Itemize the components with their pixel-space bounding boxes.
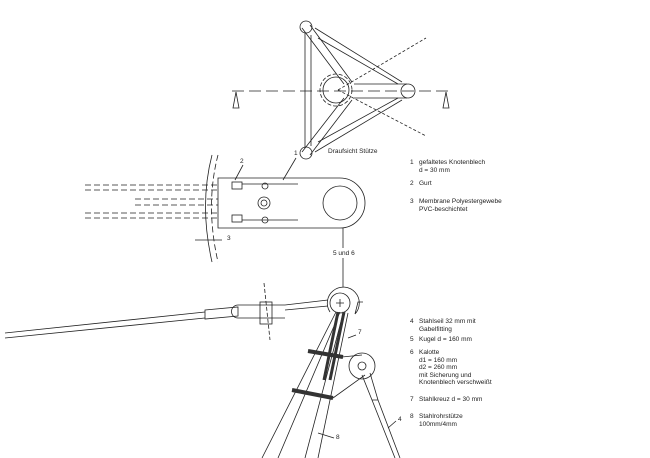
callout-5-6: 5 und 6: [333, 250, 355, 257]
node-detail: [85, 154, 366, 287]
callout-4: 4: [398, 416, 402, 423]
column-elevation: [4, 282, 401, 458]
callout-1: 1: [294, 150, 298, 157]
top-view-caption: Draufsicht Stütze: [328, 148, 378, 155]
top-view-column: [232, 20, 450, 160]
callout-2: 2: [240, 158, 244, 165]
callout-8: 8: [336, 434, 340, 441]
section-marker-right: [442, 91, 450, 109]
callout-7: 7: [358, 329, 362, 336]
section-marker-left: [232, 91, 240, 109]
callout-3: 3: [227, 235, 231, 242]
